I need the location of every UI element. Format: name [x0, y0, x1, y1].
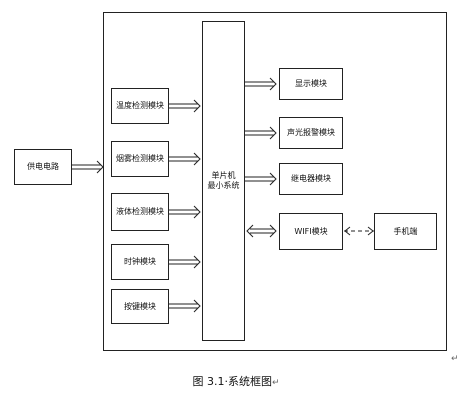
- input-module-smoke: 烟雾检测模块: [111, 141, 169, 177]
- power-circuit-box: 供电电路: [14, 149, 72, 185]
- input-module-clock: 时钟模块: [111, 244, 169, 280]
- arrow-power-to-system: [72, 160, 104, 174]
- input-module-keys: 按键模块: [111, 289, 169, 324]
- phone-terminal-box: 手机端: [374, 213, 437, 250]
- figure-caption: 图 3.1·系统框图↵: [192, 375, 280, 388]
- output-module-display: 显示模块: [279, 68, 343, 100]
- mcu-minimum-system: 单片机 最小系统: [202, 21, 245, 341]
- output-module-sound-light-alarm: 声光报警模块: [279, 117, 343, 149]
- output-module-relay: 继电器模块: [279, 163, 343, 195]
- input-module-temperature: 温度检测模块: [111, 88, 169, 124]
- paragraph-mark: ↵: [451, 354, 459, 364]
- output-module-wifi: WIFI模块: [279, 213, 343, 250]
- input-module-liquid: 液体检测模块: [111, 193, 169, 231]
